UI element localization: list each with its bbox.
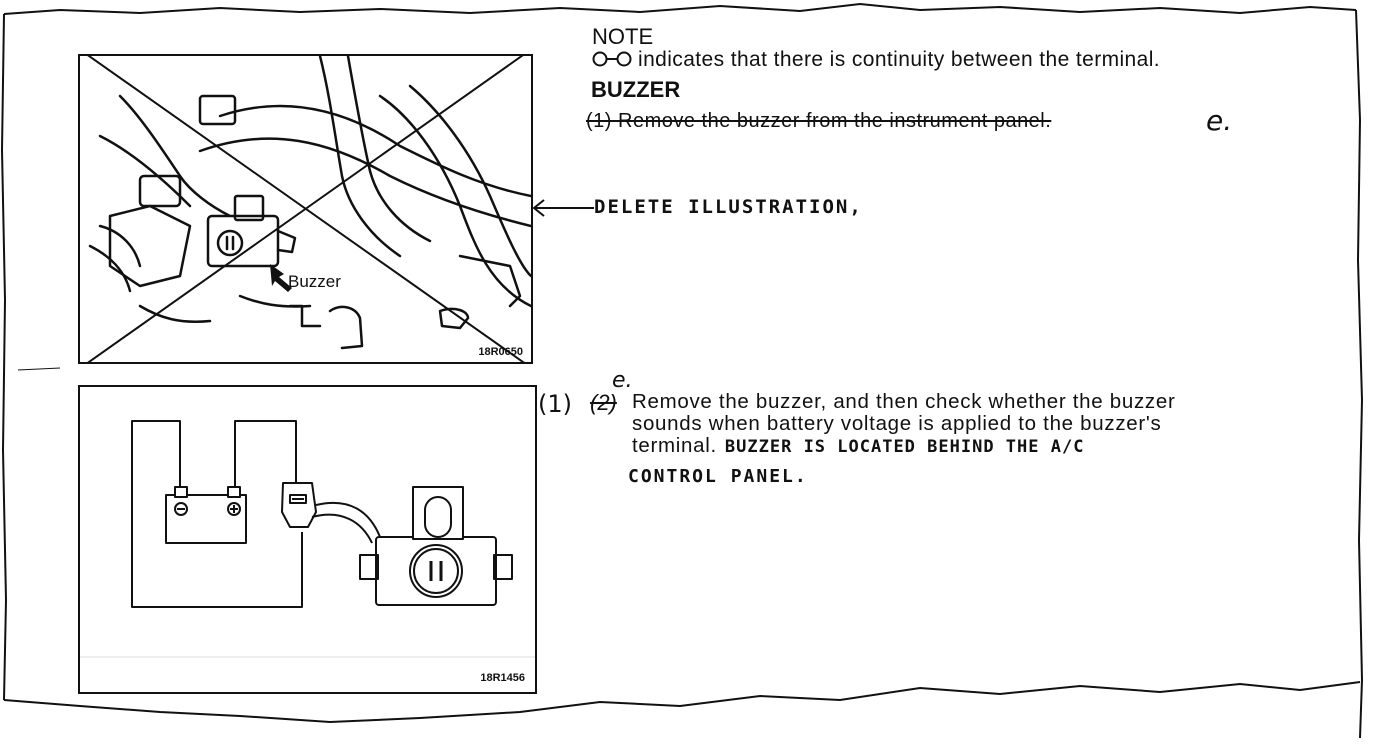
- figure-buzzer-location: Buzzer 18R0650: [78, 54, 533, 364]
- step-edit-mark: e.: [612, 368, 633, 393]
- pointer-arrow-icon: [532, 199, 594, 217]
- buzzer-location-drawing: [87, 56, 531, 362]
- step-text-line-2: sounds when battery voltage is applied t…: [632, 412, 1162, 435]
- note-text: indicates that there is continuity betwe…: [638, 48, 1161, 71]
- buzzer-callout-label: Buzzer: [288, 272, 341, 291]
- handwritten-delete-note: DELETE ILLUSTRATION,: [594, 196, 863, 218]
- continuity-symbol-icon: [592, 51, 632, 67]
- figure-code: 18R1456: [480, 672, 525, 684]
- section-heading: BUZZER: [591, 77, 681, 102]
- deleted-step-text: (1) Remove the buzzer from the instrumen…: [586, 110, 1052, 132]
- handwritten-location-note-2: CONTROL PANEL.: [628, 466, 808, 487]
- note-text-line: indicates that there is continuity betwe…: [592, 48, 1160, 72]
- handwritten-location-note-1: BUZZER IS LOCATED BEHIND THE A/C: [724, 437, 1085, 457]
- new-step-number: (1): [538, 390, 572, 418]
- figure-code: 18R0650: [478, 346, 523, 358]
- step-text-line-1: Remove the buzzer, and then check whethe…: [632, 390, 1176, 413]
- step-text-terminal: terminal.: [632, 434, 717, 457]
- figure-buzzer-test: 18R1456: [78, 385, 537, 694]
- delete-edit-mark: e.: [1206, 104, 1233, 137]
- old-step-number: (2): [590, 390, 617, 415]
- note-heading: NOTE: [592, 24, 654, 49]
- step-text-line-3: terminal. BUZZER IS LOCATED BEHIND THE A/…: [632, 434, 1084, 458]
- buzzer-test-diagram: [80, 420, 535, 658]
